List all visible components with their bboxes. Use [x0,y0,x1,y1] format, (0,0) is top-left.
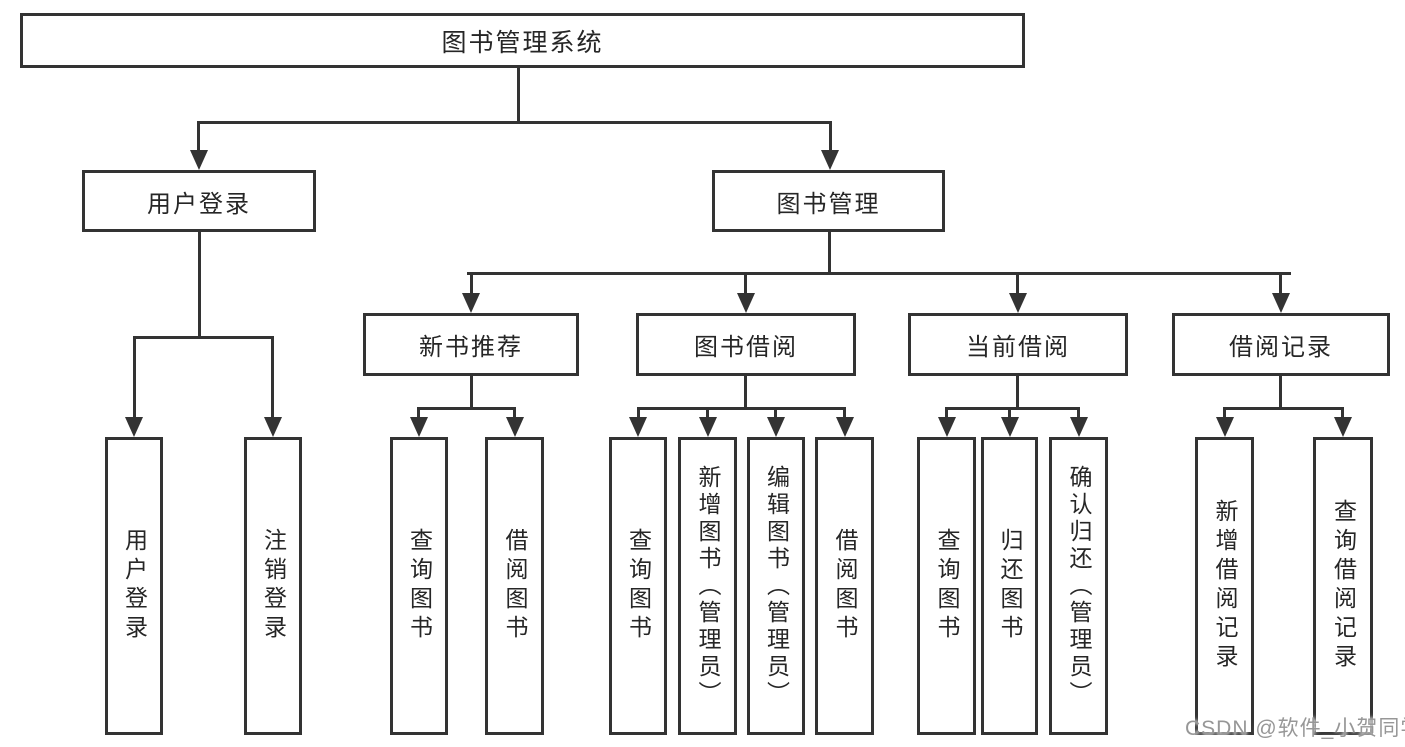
arrow-down-icon [1070,417,1088,437]
node-book-management-label: 图书管理 [776,190,881,218]
leaf-label: 新增图书（管理员） [695,464,721,708]
arrow-down-icon [125,417,143,437]
arrow-down-icon [938,417,956,437]
csdn-watermark: CSDN @软件_小贺同学 [1185,717,1405,740]
leaf-label: 注销登录 [260,528,287,644]
node-current-borrowing-label: 当前借阅 [966,334,1070,361]
leaf-label: 确认归还（管理员） [1066,464,1092,708]
leaf-add-borrow-record: 新增借阅记录 [1195,437,1254,735]
leaf-label: 编辑图书（管理员） [763,464,790,708]
node-borrowing-records: 借阅记录 [1172,313,1390,376]
connector-line [1077,407,1080,419]
connector-line [467,272,1291,275]
leaf-label: 新增借阅记录 [1212,499,1238,673]
leaf-logout: 注销登录 [244,437,302,735]
arrow-down-icon [629,417,647,437]
connector-line [637,407,640,419]
connector-line [1279,376,1282,407]
connector-line [828,232,831,272]
leaf-label: 借阅图书 [502,528,528,644]
arrow-down-icon [699,417,717,437]
connector-line [1341,407,1344,419]
leaf-label: 查询图书 [625,528,652,644]
connector-line [1016,272,1019,295]
arrow-down-icon [1216,417,1234,437]
leaf-edit-books-admin: 编辑图书（管理员） [747,437,805,735]
connector-line [133,336,274,339]
leaf-user-login: 用户登录 [105,437,163,735]
connector-line [829,121,832,152]
connector-line [945,407,1080,410]
arrow-down-icon [264,417,282,437]
leaf-label: 用户登录 [121,528,148,644]
connector-line [1008,407,1011,419]
leaf-borrow-books-1: 借阅图书 [485,437,544,735]
node-root-library-system: 图书管理系统 [20,13,1025,68]
leaf-borrow-books-2: 借阅图书 [815,437,874,735]
connector-line [417,407,515,410]
leaf-query-books-2: 查询图书 [609,437,667,735]
arrow-down-icon [1272,293,1290,313]
leaf-add-books-admin: 新增图书（管理员） [678,437,737,735]
leaf-return-books: 归还图书 [981,437,1038,735]
arrow-down-icon [1334,417,1352,437]
leaf-label: 借阅图书 [832,528,858,644]
arrow-down-icon [1001,417,1019,437]
leaf-label: 查询借阅记录 [1330,499,1357,673]
connector-line [774,407,777,419]
connector-line [706,407,709,419]
connector-line [513,407,516,419]
arrow-down-icon [190,150,208,170]
leaf-confirm-return-admin: 确认归还（管理员） [1049,437,1108,735]
connector-line [197,121,200,152]
connector-line [198,232,201,336]
leaf-query-borrow-record: 查询借阅记录 [1313,437,1373,735]
arrow-down-icon [836,417,854,437]
connector-line [945,407,948,419]
arrow-down-icon [506,417,524,437]
connector-line [1223,407,1344,410]
node-root-label: 图书管理系统 [441,28,604,57]
arrow-down-icon [410,417,428,437]
node-new-book-recommend: 新书推荐 [363,313,579,376]
connector-line [1279,272,1282,295]
arrow-down-icon [767,417,785,437]
arrow-down-icon [737,293,755,313]
connector-line [744,272,747,295]
connector-line [1223,407,1226,419]
connector-line [843,407,846,419]
connector-line [470,376,473,407]
connector-line [1016,376,1019,407]
leaf-label: 查询图书 [934,528,960,644]
node-user-login: 用户登录 [82,170,316,232]
node-user-login-label: 用户登录 [147,190,251,218]
connector-line [517,68,520,121]
connector-line [271,336,274,418]
arrow-down-icon [1009,293,1027,313]
node-current-borrowing: 当前借阅 [908,313,1128,376]
connector-line [197,121,831,124]
leaf-label: 归还图书 [997,528,1023,644]
node-new-book-recommend-label: 新书推荐 [419,334,523,361]
connector-line [470,272,473,295]
node-book-borrowing-label: 图书借阅 [694,334,798,361]
connector-line [637,407,846,410]
leaf-label: 查询图书 [406,528,433,644]
connector-line [417,407,420,419]
arrow-down-icon [821,150,839,170]
leaf-query-books-1: 查询图书 [390,437,448,735]
connector-line [744,376,747,407]
node-book-borrowing: 图书借阅 [636,313,856,376]
arrow-down-icon [462,293,480,313]
node-borrowing-records-label: 借阅记录 [1229,334,1333,361]
connector-line [133,336,136,418]
node-book-management: 图书管理 [712,170,945,232]
leaf-query-books-3: 查询图书 [917,437,976,735]
